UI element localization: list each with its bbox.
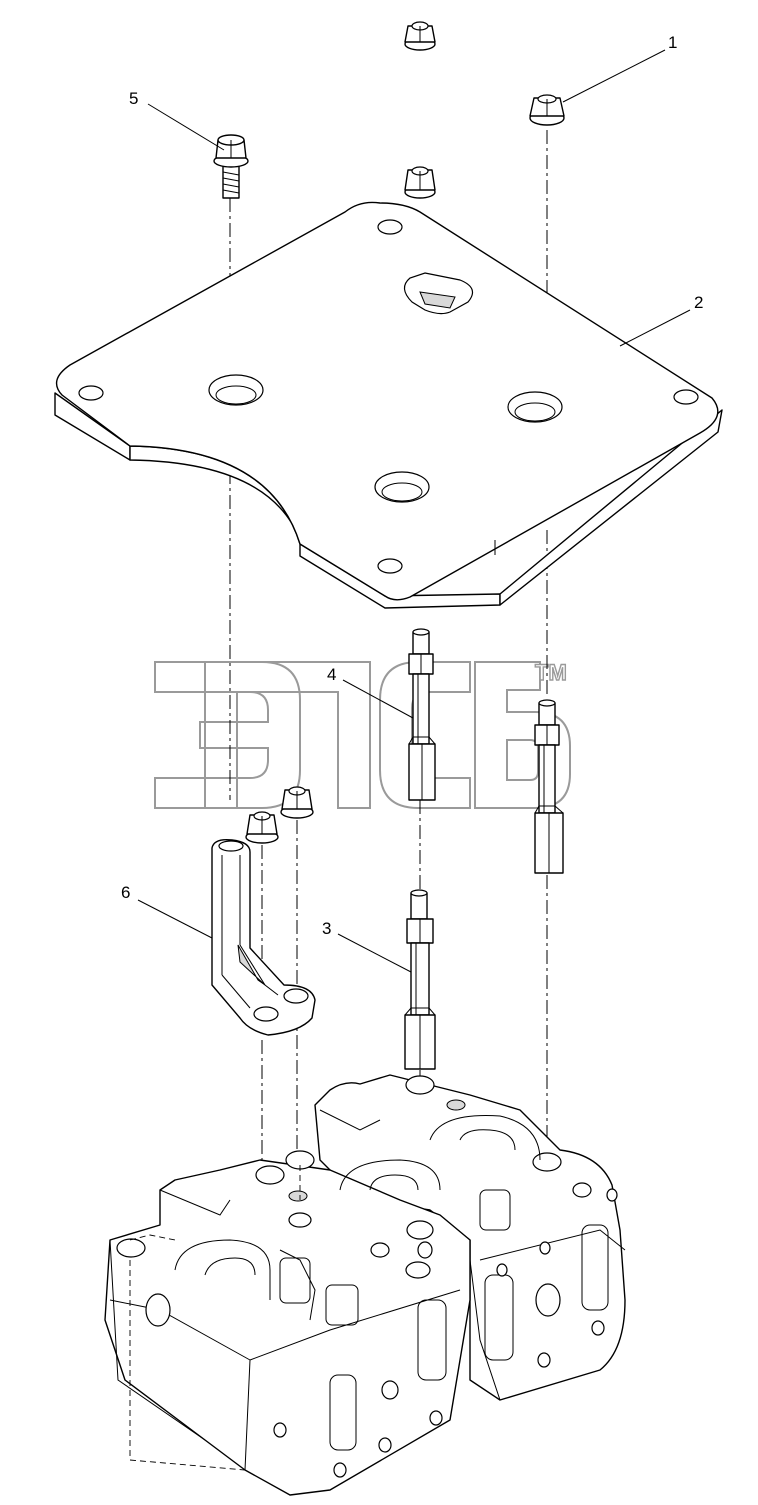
callout-4: 4 [327, 665, 336, 684]
flange-nut-1 [529, 94, 565, 126]
mounting-plate-2 [54, 201, 723, 609]
stud-4 [408, 628, 436, 801]
watermark-logo: TM [154, 659, 571, 809]
stud-right [534, 699, 564, 874]
callout-3: 3 [322, 919, 331, 938]
cylinder-heads [104, 1074, 626, 1496]
callout-1: 1 [668, 33, 677, 52]
lifting-bracket-6 [211, 838, 316, 1036]
flange-nut-top [404, 21, 436, 51]
callout-labels: 1 2 3 4 5 6 [121, 33, 703, 938]
flange-bolt-5 [213, 134, 249, 199]
bracket-nut-left [245, 811, 279, 844]
callout-2: 2 [694, 293, 703, 312]
callout-5: 5 [129, 89, 138, 108]
leader-lines [137, 49, 691, 973]
stud-3 [404, 889, 436, 1070]
watermark-trademark: TM [535, 660, 567, 685]
flange-nut-middle [404, 166, 436, 199]
bracket-nut-right [280, 786, 314, 819]
callout-6: 6 [121, 883, 130, 902]
